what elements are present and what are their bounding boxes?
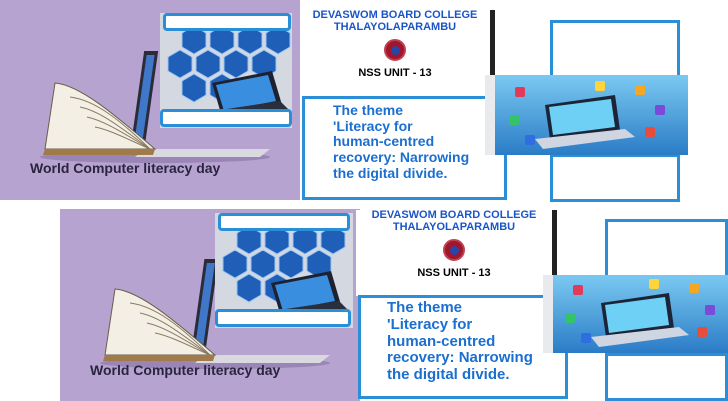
college-name-line1: DEVASWOM BOARD COLLEGE: [371, 209, 537, 221]
blank-label-top: [218, 213, 350, 231]
college-name-line2: THALAYOLAPARAMBU: [392, 220, 516, 233]
blank-box-top-right: [550, 20, 680, 80]
unit-label: NSS UNIT - 13: [358, 67, 432, 80]
blank-label-bottom: [160, 109, 292, 127]
college-header-card: DEVASWOM BOARD COLLEGE THALAYOLAPARAMBU …: [356, 209, 552, 296]
blank-box-bottom-right: [550, 154, 680, 202]
card-edge: [552, 210, 557, 290]
poster-2: World Computer literacy day DEVAS: [60, 205, 728, 401]
blank-box-top-right: [605, 219, 728, 281]
theme-line: The theme: [333, 102, 404, 118]
theme-box: The theme 'Literacy for human-centred re…: [358, 295, 568, 399]
nss-emblem-icon: [384, 39, 406, 62]
blank-label-top: [163, 13, 291, 31]
poster-caption: World Computer literacy day: [90, 362, 281, 378]
hexagon-icons-image: [160, 13, 292, 128]
book-laptop-illustration: [40, 51, 270, 163]
theme-line: The theme: [387, 299, 463, 316]
tech-hexagon-tile: [215, 213, 353, 328]
nss-emblem-icon: [443, 239, 465, 262]
book-laptop-illustration: [100, 259, 330, 369]
theme-line: 'Literacy for: [333, 117, 413, 134]
laptop-social-icons-image: [543, 275, 728, 353]
poster-caption: World Computer literacy day: [30, 160, 221, 176]
theme-line: human-centred: [333, 133, 435, 150]
unit-label: NSS UNIT - 13: [417, 267, 491, 280]
theme-line: 'Literacy for: [387, 315, 473, 333]
college-name-line1: DEVASWOM BOARD COLLEGE: [312, 9, 478, 21]
theme-line: the digital divide.: [333, 164, 448, 181]
card-edge: [490, 10, 495, 90]
laptop-social-icons-image: [485, 75, 688, 155]
college-header-card: DEVASWOM BOARD COLLEGE THALAYOLAPARAMBU …: [300, 9, 490, 96]
college-name-line2: THALAYOLAPARAMBU: [333, 20, 457, 33]
theme-line: recovery: Narrowing: [333, 149, 470, 166]
theme-box: The theme 'Literacy for human-centred re…: [302, 96, 507, 200]
blank-label-bottom: [215, 309, 351, 327]
theme-line: recovery: Narrowing: [387, 349, 533, 367]
theme-line: the digital divide.: [387, 366, 510, 384]
theme-line: human-centred: [387, 332, 496, 350]
blank-box-bottom-right: [605, 353, 728, 401]
poster-1: World Computer literacy day: [0, 0, 688, 202]
tech-hexagon-tile: [160, 13, 292, 128]
